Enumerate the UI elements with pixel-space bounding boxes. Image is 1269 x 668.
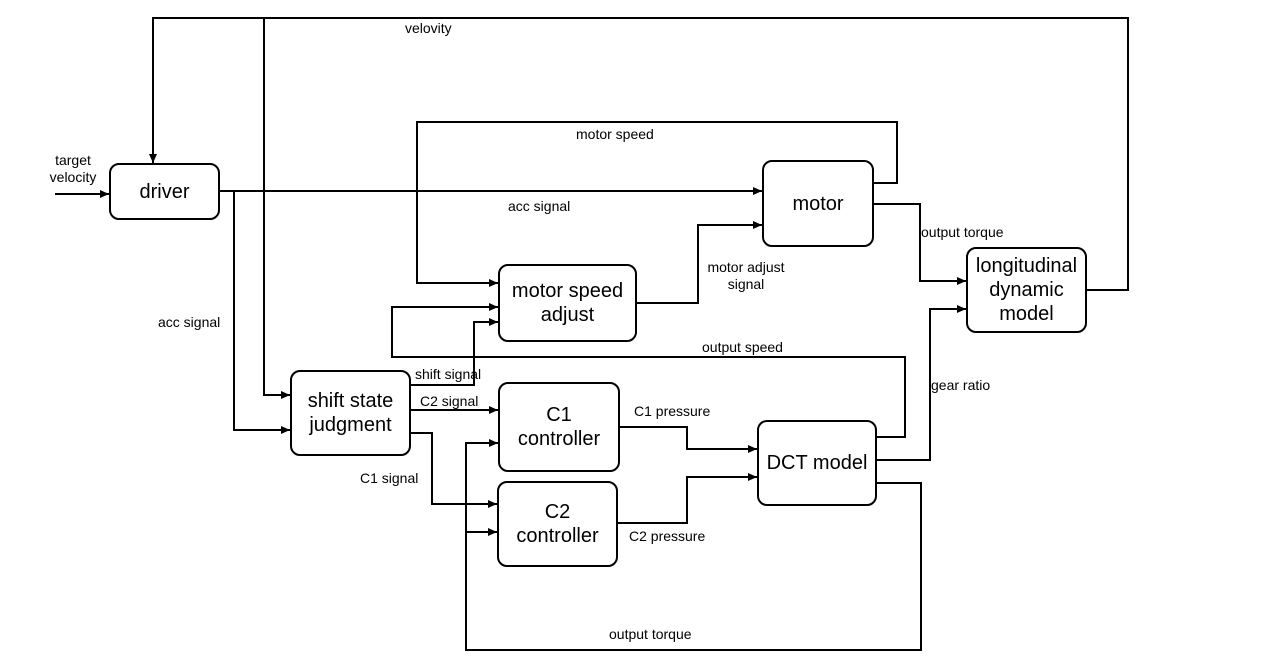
- c2-pressure-label: C2 pressure: [629, 528, 706, 544]
- motor-speed-line: [416, 121, 898, 287]
- motor-adjust-signal-line: [636, 221, 762, 304]
- c2-controller-block[interactable]: C2 controller: [497, 481, 618, 567]
- motor-speed-adjust-block[interactable]: motor speed adjust: [498, 264, 637, 342]
- motor-speed-label: motor speed: [576, 126, 654, 142]
- acc-signal-left-label: acc signal: [158, 314, 221, 330]
- c1-signal-label: C1 signal: [360, 470, 419, 486]
- output-speed-line: [391, 303, 906, 438]
- velocity-feedback-line: [149, 17, 1129, 291]
- acc-signal-to-shift-line: [233, 191, 290, 434]
- c2-signal-label: C2 signal: [420, 393, 479, 409]
- output-torque-bottom-label: output torque: [609, 626, 692, 642]
- c1-signal-line: [410, 432, 497, 508]
- shift-signal-line: [410, 318, 498, 386]
- motor-adjust-signal-label: motor adjust signal: [707, 259, 785, 292]
- motor-output-torque-line: [873, 203, 966, 285]
- output-speed-label: output speed: [702, 339, 783, 355]
- c1-pressure-line: [619, 426, 757, 453]
- dct-model-block[interactable]: DCT model: [757, 420, 877, 506]
- driver-block[interactable]: driver: [109, 163, 220, 220]
- output-torque-motor-label: output torque: [921, 224, 1004, 240]
- gear-ratio-label: gear ratio: [931, 377, 991, 393]
- c2-pressure-line: [617, 473, 757, 524]
- velocity-to-shift-line: [263, 18, 290, 399]
- gear-ratio-line: [876, 305, 966, 461]
- output-torque-feedback-line: [465, 439, 922, 651]
- target-velocity-label: target velocity: [49, 152, 97, 185]
- shift-state-judgment-block[interactable]: shift state judgment: [290, 370, 411, 456]
- c1-controller-block[interactable]: C1 controller: [498, 382, 620, 472]
- c1-pressure-label: C1 pressure: [634, 403, 711, 419]
- velovity-label: velovity: [405, 20, 452, 36]
- motor-block[interactable]: motor: [762, 160, 874, 247]
- acc-signal-top-label: acc signal: [508, 198, 571, 214]
- shift-signal-label: shift signal: [415, 366, 482, 382]
- longitudinal-dynamic-model-block[interactable]: longitudinal dynamic model: [966, 247, 1087, 333]
